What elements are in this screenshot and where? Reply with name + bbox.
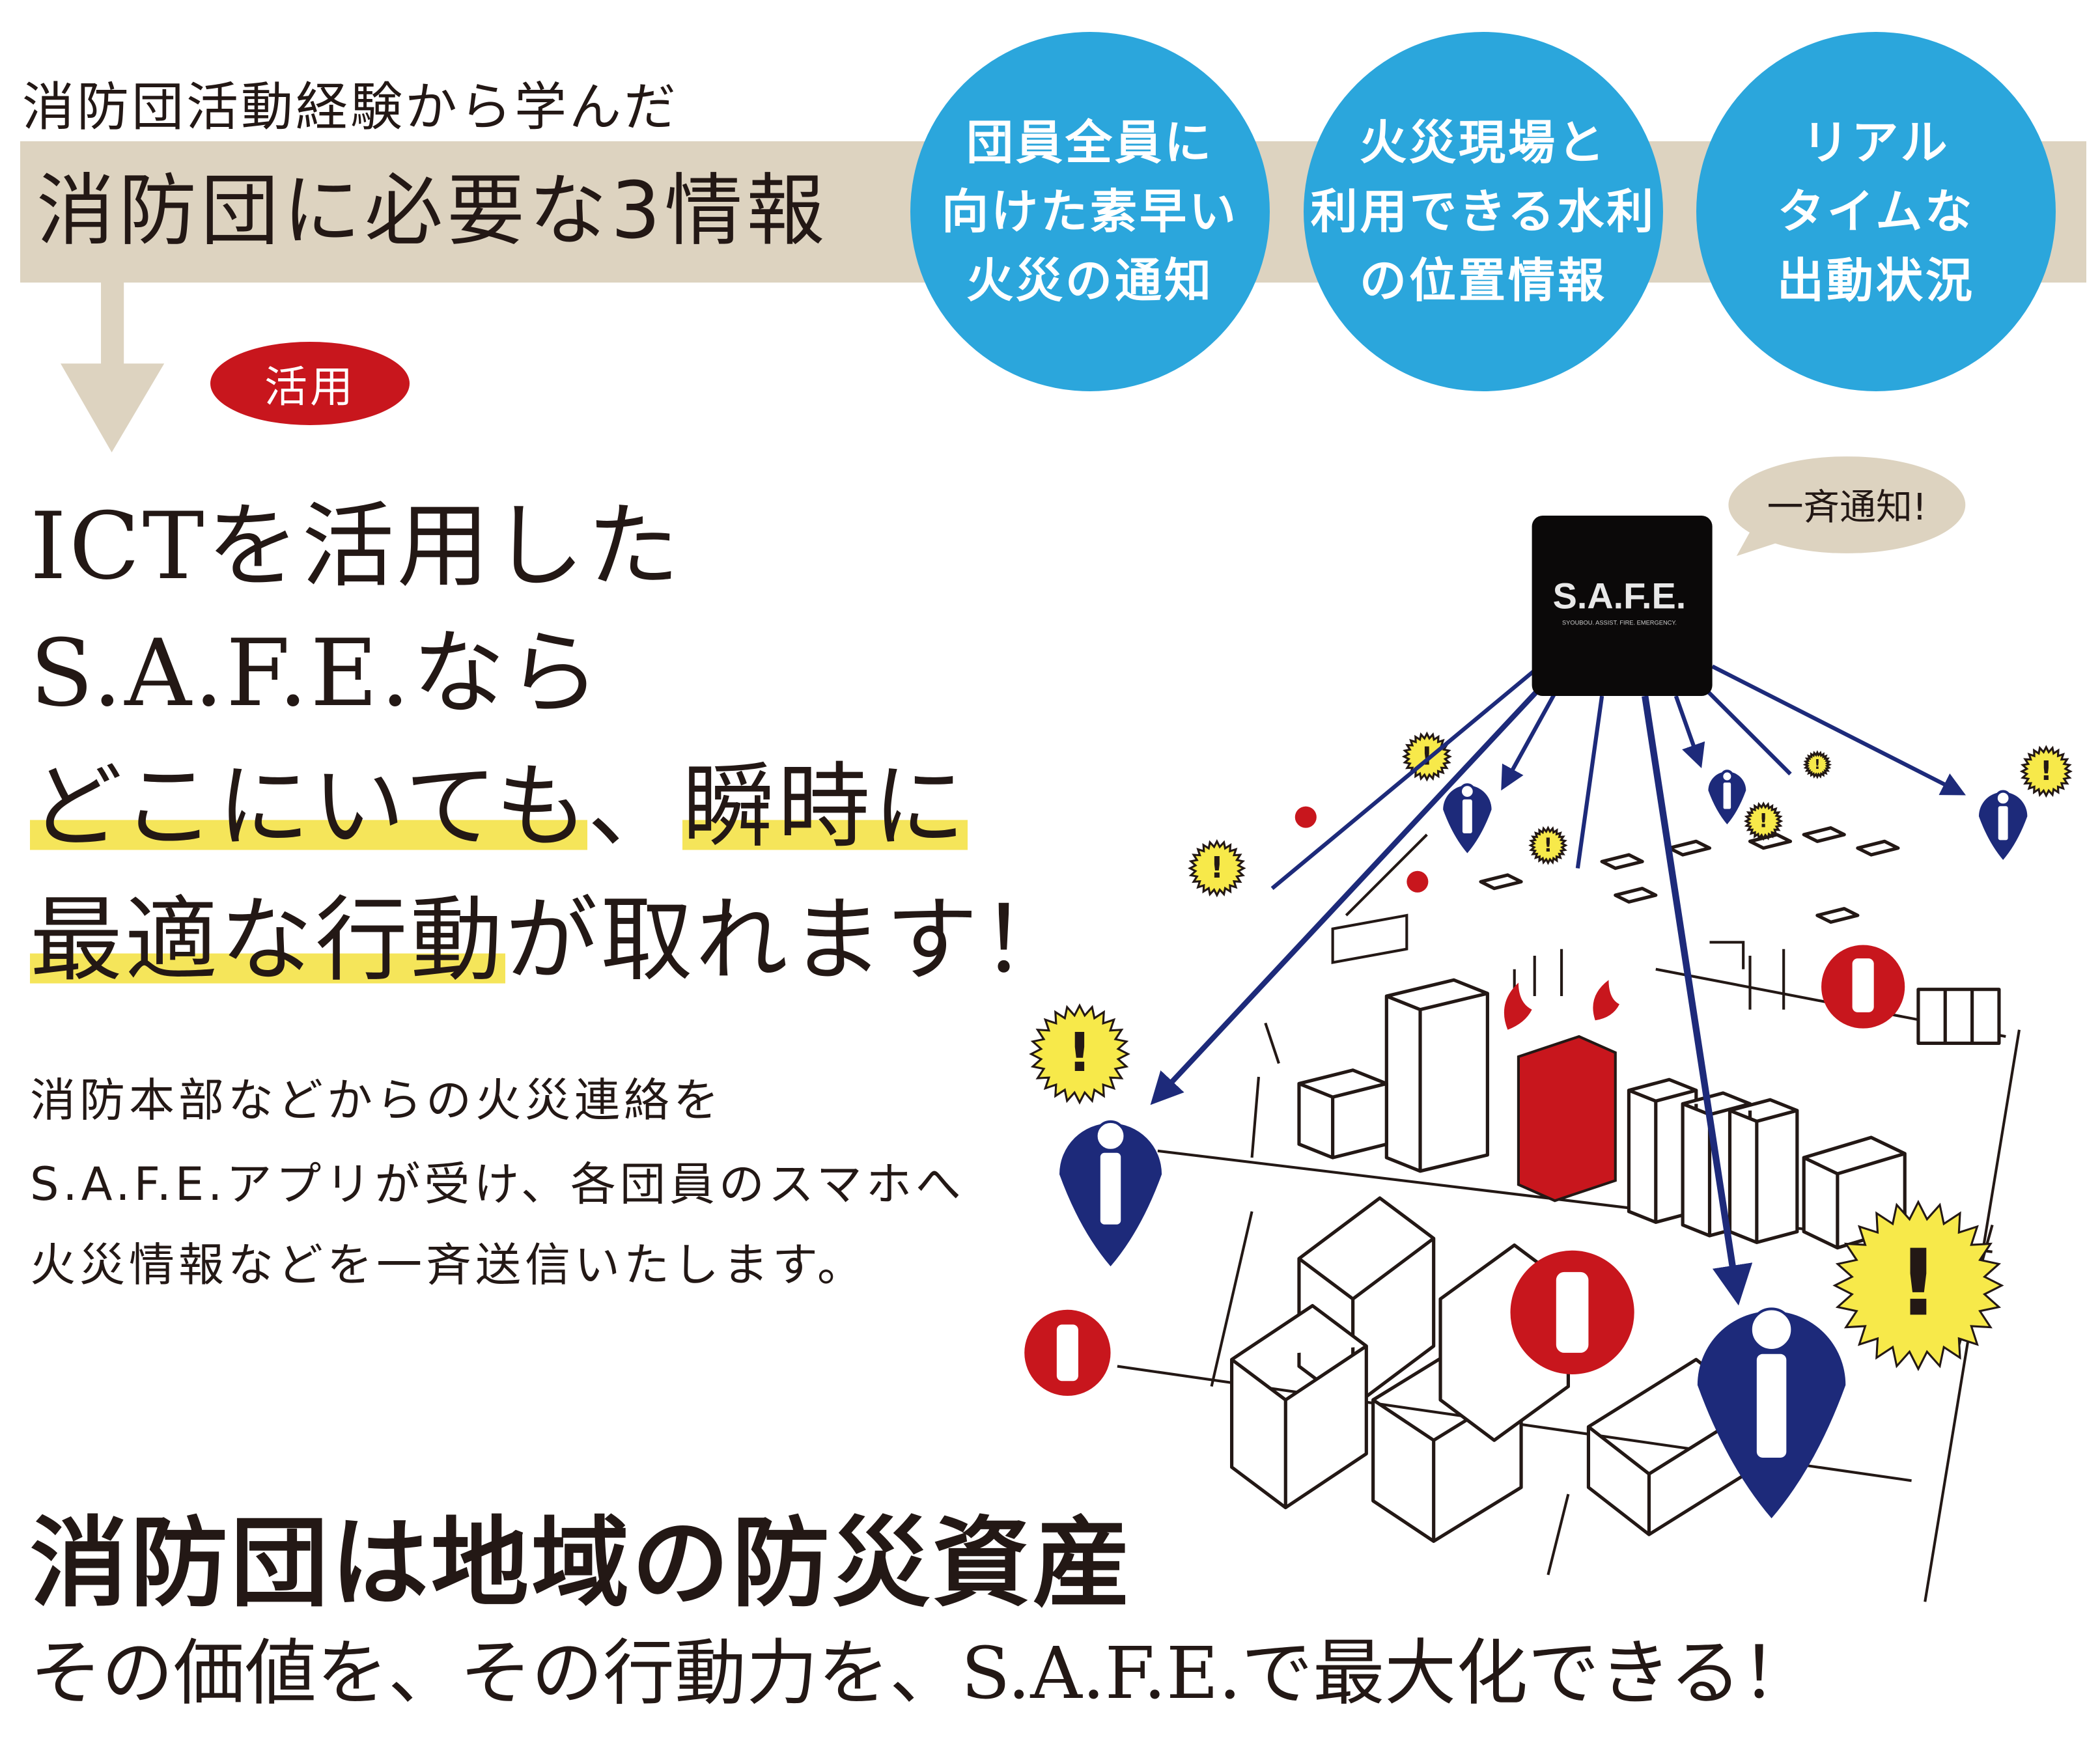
- headline-highlight: どこにいても: [30, 753, 588, 861]
- bubble-text: 一斉通知!: [1767, 486, 1927, 529]
- fire-building-icon: [1504, 980, 1619, 1202]
- exclamation-icon: !: [1814, 757, 1820, 772]
- member-pin-icon: [1059, 1120, 1162, 1267]
- headline-comma: 、: [587, 753, 683, 861]
- headline-rest: が取れます！: [505, 887, 1076, 994]
- exclamation-icon: !: [1544, 834, 1552, 856]
- headline-line-4: 最適な行動が取れます！: [30, 879, 1076, 1003]
- header-subtitle: 消防団活動経験から学んだ: [22, 77, 679, 137]
- exclamation-icon: !: [1210, 850, 1224, 885]
- alert-burst-icon: [1832, 1199, 2004, 1372]
- logo-text: S.A.F.E.: [1553, 576, 1687, 617]
- body-line: S.A.F.E.アプリが受け、各団員のスマホへ: [30, 1158, 965, 1211]
- hydrant-icon: [1510, 1250, 1634, 1374]
- circle-line: リアル: [1802, 115, 1950, 170]
- exclamation-icon: !: [2040, 755, 2052, 786]
- alert-burst-icon: [1802, 750, 1832, 779]
- circle-line: 利用できる水利: [1310, 184, 1657, 239]
- circle-line: 火災の通知: [966, 253, 1214, 308]
- exclamation-icon: !: [1067, 1022, 1091, 1084]
- circle-line: 出動状況: [1776, 253, 1975, 308]
- alert-burst-icon: [1743, 801, 1784, 841]
- member-pins: [1059, 770, 2028, 1519]
- logo-tagline: SYOUBOU. ASSIST. FIRE. EMERGENCY.: [1562, 619, 1677, 626]
- member-pin-icon: [1697, 1307, 1846, 1519]
- info-circle-status: リアル タイムな 出動状況: [1696, 32, 2056, 391]
- body-line: 火災情報などを一斉送信いたします。: [30, 1238, 867, 1292]
- headline-line-3: どこにいても、瞬時に: [30, 745, 968, 869]
- notification-arrows: [1150, 664, 1966, 1306]
- safe-logo: S.A.F.E. SYOUBOU. ASSIST. FIRE. EMERGENC…: [1532, 516, 1713, 697]
- red-dot: [1407, 870, 1429, 893]
- circle-line: タイムな: [1777, 184, 1975, 239]
- headline-highlight: 瞬時に: [682, 753, 968, 861]
- circle-line: 向けた素早い: [941, 184, 1239, 239]
- info-circle-location: 火災現場と 利用できる水利 の位置情報: [1304, 32, 1663, 391]
- buildings: [1230, 826, 2001, 1543]
- member-pin-icon: [1443, 783, 1492, 854]
- alert-burst-icon: [1188, 839, 1246, 898]
- footer-closing: その価値を、その行動力を、S.A.F.E.で最大化できる！: [30, 1632, 1813, 1715]
- headline-line-1: ICTを活用した: [30, 493, 682, 600]
- member-pin-icon: [1978, 790, 2028, 860]
- hydrant-icon: [1821, 945, 1905, 1029]
- hydrant-icon: [1024, 1309, 1111, 1396]
- footer-tagline: 消防団は地域の防災資産: [30, 1507, 1134, 1620]
- circle-line: の位置情報: [1359, 253, 1607, 308]
- exclamation-icon: !: [1759, 810, 1767, 832]
- header-title: 消防団に必要な3情報: [36, 166, 829, 257]
- alert-burst-icon: [1029, 1003, 1130, 1105]
- member-pin-icon: [1708, 770, 1746, 825]
- exclamation-icon: !: [1897, 1230, 1939, 1337]
- circle-line: 団員全員に: [966, 115, 1214, 170]
- alert-burst-icon: [2019, 745, 2073, 798]
- red-dot: [1295, 806, 1317, 828]
- circle-line: 火災現場と: [1359, 115, 1607, 170]
- info-circle-notification: 団員全員に 向けた素早い 火災の通知: [910, 32, 1270, 391]
- speech-bubble: 一斉通知!: [1728, 456, 1966, 557]
- alert-burst-icon: !!!!!!!!: [1029, 731, 2073, 1372]
- headline-highlight: 最適な行動: [30, 887, 505, 994]
- alert-burst-icon: [1528, 826, 1568, 865]
- headline-line-2: S.A.F.E.なら: [30, 620, 603, 727]
- down-arrow-icon: [61, 276, 165, 452]
- utilize-badge: 活用: [210, 342, 410, 425]
- body-line: 消防本部などからの火災連絡を: [30, 1074, 723, 1127]
